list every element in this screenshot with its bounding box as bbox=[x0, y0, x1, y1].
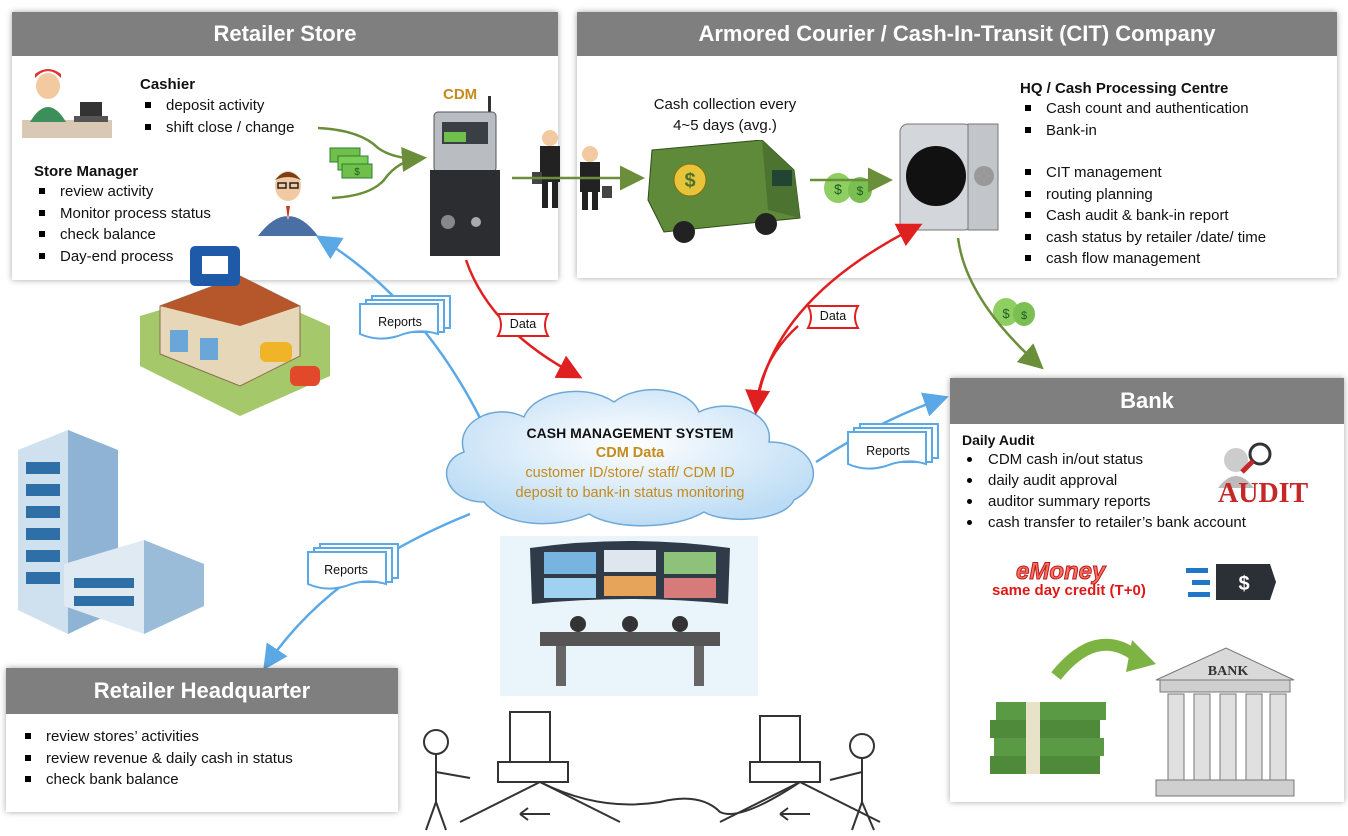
audit-item: cash transfer to retailer’s bank account bbox=[967, 514, 1246, 531]
reports-label-hq: Reports bbox=[324, 563, 368, 577]
svg-text:$: $ bbox=[1238, 573, 1249, 595]
bank-title: Bank bbox=[1120, 388, 1174, 413]
cashier-icon bbox=[22, 69, 112, 138]
audit-item: CDM cash in/out status bbox=[967, 449, 1246, 470]
hq-heading: HQ / Cash Processing Centre bbox=[1020, 80, 1229, 97]
armored-truck-icon: $ bbox=[647, 140, 801, 243]
retailer-hq-item: review revenue & daily cash in status bbox=[25, 748, 293, 770]
cash-bills-icon: $ bbox=[329, 147, 373, 179]
cit-header: Armored Courier / Cash-In-Transit (CIT) … bbox=[577, 12, 1337, 56]
cashier-list: deposit activity shift close / change bbox=[140, 95, 294, 138]
cloud-text: CASH MANAGEMENT SYSTEM CDM Data customer… bbox=[460, 424, 800, 503]
collection-line-2: 4~5 days (avg.) bbox=[673, 117, 777, 134]
vault-icon bbox=[899, 123, 999, 231]
control-room-icon bbox=[500, 536, 758, 696]
hq-item: CIT management bbox=[1024, 162, 1266, 184]
cloud-title: CASH MANAGEMENT SYSTEM bbox=[526, 425, 734, 441]
reports-doc-hq bbox=[307, 543, 399, 590]
retailer-hq-item: review stores’ activities bbox=[25, 726, 293, 748]
retailer-store-title: Retailer Store bbox=[213, 21, 357, 46]
collection-line-1: Cash collection every bbox=[653, 96, 797, 113]
hq-item: routing planning bbox=[1024, 184, 1266, 206]
hq-item: cash status by retailer /date/ time bbox=[1024, 227, 1266, 249]
reports-doc-store bbox=[359, 295, 451, 340]
retailer-hq-title: Retailer Headquarter bbox=[93, 678, 311, 703]
daily-audit-heading: Daily Audit bbox=[962, 432, 1035, 448]
data-label-right: Data bbox=[819, 309, 847, 323]
reports-label-store: Reports bbox=[378, 315, 422, 329]
manager-item: check balance bbox=[39, 224, 211, 246]
hq-item: Bank-in bbox=[1024, 120, 1266, 142]
cloud-line-2: deposit to bank-in status monitoring bbox=[515, 485, 745, 501]
audit-item: auditor summary reports bbox=[967, 491, 1246, 512]
cash-to-bank-icon bbox=[990, 638, 1295, 797]
hq-item: cash flow management bbox=[1024, 248, 1266, 270]
svg-text:$: $ bbox=[354, 167, 360, 178]
reports-label-bank: Reports bbox=[866, 444, 910, 458]
cashier-heading: Cashier bbox=[140, 76, 196, 93]
retailer-hq-item: check bank balance bbox=[25, 769, 293, 791]
audit-item: daily audit approval bbox=[967, 470, 1246, 491]
svg-text:$: $ bbox=[1002, 306, 1010, 321]
money-bags-to-bank-icon: $ $ bbox=[993, 298, 1035, 326]
hq-building-icon bbox=[18, 430, 204, 634]
data-label-left: Data bbox=[509, 317, 537, 331]
hq-item: Cash audit & bank-in report bbox=[1024, 205, 1266, 227]
retailer-store-header: Retailer Store bbox=[12, 12, 558, 56]
fast-transfer-icon: $ bbox=[1186, 564, 1276, 600]
store-manager-list: review activity Monitor process status c… bbox=[34, 181, 211, 267]
store-manager-heading: Store Manager bbox=[34, 163, 139, 180]
emoney-caption: same day credit (T+0) bbox=[992, 582, 1146, 599]
audit-magnifier-icon bbox=[1218, 442, 1272, 488]
store-manager-icon bbox=[258, 171, 318, 236]
hq-list-b: CIT management routing planning Cash aud… bbox=[1020, 162, 1266, 270]
bank-header: Bank bbox=[950, 378, 1344, 424]
hq-item: Cash count and authentication bbox=[1024, 98, 1266, 120]
cashier-item: shift close / change bbox=[144, 117, 294, 139]
manager-item: review activity bbox=[39, 181, 211, 203]
retailer-hq-header: Retailer Headquarter bbox=[6, 668, 398, 714]
daily-audit-list: CDM cash in/out status daily audit appro… bbox=[962, 449, 1246, 533]
cdm-label: CDM bbox=[443, 86, 478, 103]
svg-text:$: $ bbox=[834, 181, 842, 197]
store-building-icon bbox=[140, 246, 330, 416]
svg-text:$: $ bbox=[684, 170, 695, 192]
cloud-line-1: customer ID/store/ staff/ CDM ID bbox=[525, 465, 735, 481]
collection-note: Cash collection every 4~5 days (avg.) bbox=[640, 94, 810, 136]
retailer-hq-list: review stores’ activities review revenue… bbox=[20, 726, 293, 791]
cit-title: Armored Courier / Cash-In-Transit (CIT) … bbox=[698, 21, 1216, 46]
bank-sign: BANK bbox=[1207, 664, 1249, 679]
cdm-machine-icon bbox=[430, 96, 500, 256]
hq-list-a: Cash count and authentication Bank-in bbox=[1020, 98, 1266, 141]
audit-logo: AUDIT bbox=[1218, 478, 1309, 509]
cartoon-sketch bbox=[423, 711, 881, 831]
cloud-subtitle: CDM Data bbox=[595, 445, 665, 461]
svg-text:$: $ bbox=[1021, 310, 1027, 322]
cashier-item: deposit activity bbox=[144, 95, 294, 117]
reports-doc-bank bbox=[847, 423, 939, 470]
data-tag-right bbox=[806, 305, 860, 329]
manager-item: Day-end process bbox=[39, 246, 211, 268]
manager-item: Monitor process status bbox=[39, 203, 211, 225]
data-tag-left bbox=[496, 313, 550, 337]
emoney-logo: eMoney bbox=[1016, 558, 1106, 586]
svg-text:$: $ bbox=[857, 184, 864, 198]
